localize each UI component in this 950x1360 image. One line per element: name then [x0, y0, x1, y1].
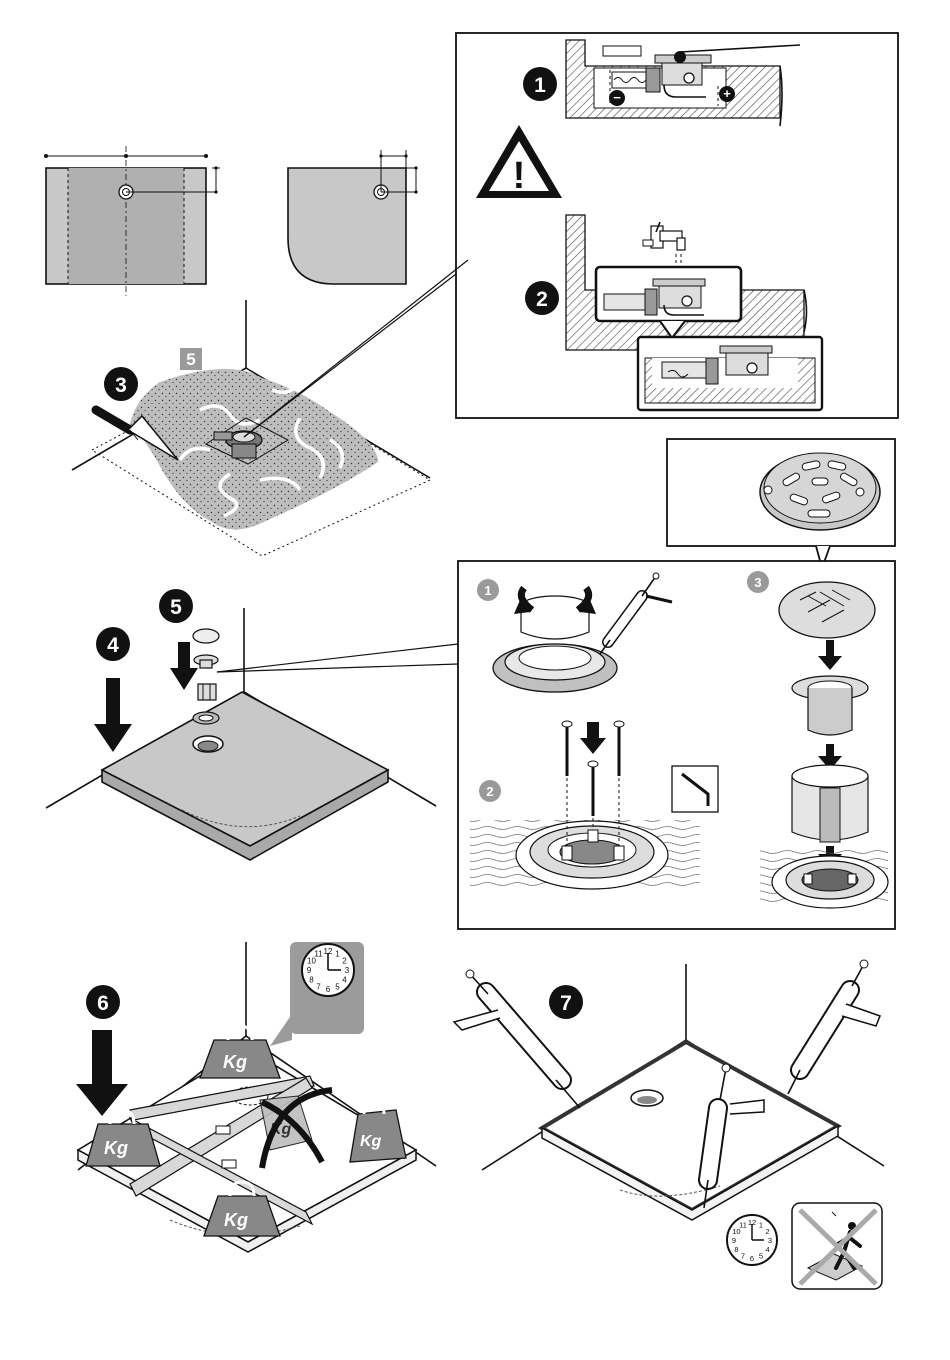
- clock-numeral: 6: [750, 1254, 754, 1263]
- plus-label: +: [723, 86, 731, 101]
- clock-numeral: 2: [342, 957, 347, 966]
- grate-zoom-panel: [667, 439, 895, 568]
- step-badge-2: 2: [525, 281, 559, 315]
- step-number: 4: [107, 634, 119, 657]
- mortar-thickness-label: 5: [186, 350, 195, 369]
- clock-numeral: 2: [766, 1227, 770, 1236]
- detail-badge-2: 2: [479, 780, 501, 802]
- step-number: 2: [536, 288, 548, 311]
- step-number: 7: [560, 992, 572, 1015]
- clock-numeral: 3: [345, 966, 350, 975]
- step-badge-5: 5: [159, 589, 193, 623]
- clock-numeral: 1: [759, 1220, 763, 1229]
- clock-numeral: 6: [326, 985, 331, 994]
- minus-symbol: −: [609, 90, 625, 106]
- step-badge-1: 1: [523, 67, 557, 101]
- sealant-gun-icon: [788, 960, 880, 1094]
- clock-numeral: 1: [335, 950, 340, 959]
- weight-label: Kg: [223, 1052, 247, 1072]
- no-walking-icon: [792, 1203, 882, 1289]
- tray-placement-scene: 4 5: [46, 589, 458, 860]
- detail-badge-3: 3: [747, 571, 769, 593]
- step-number: 5: [170, 596, 182, 619]
- clock-numeral: 5: [759, 1252, 763, 1261]
- step-number: 3: [115, 374, 127, 397]
- clock-numeral: 4: [342, 976, 347, 985]
- arrow-down-icon: [170, 642, 198, 690]
- mortar-bed-scene: 3 5: [72, 260, 468, 556]
- weight-label: Kg: [104, 1138, 128, 1158]
- quadrant-tray-plan: [288, 150, 418, 284]
- minus-label: −: [613, 90, 621, 105]
- clock-numeral: 8: [734, 1245, 738, 1254]
- weighting-scene: Kg Kg Kg Kg Kg 6: [76, 942, 436, 1252]
- step-badge-7: 7: [549, 985, 583, 1019]
- mortar-thickness-badge: 5: [180, 348, 202, 370]
- step-badge-6: 6: [86, 985, 120, 1019]
- plus-symbol: +: [719, 86, 735, 102]
- clock-numeral: 9: [307, 966, 312, 975]
- detail-number: 2: [486, 784, 493, 799]
- weight-label: Kg: [360, 1133, 382, 1150]
- waste-trap-detail-panel: − + 1 !: [456, 33, 898, 418]
- arrow-down-icon: [94, 678, 132, 752]
- step-number: 6: [97, 992, 109, 1015]
- detail-badge-1: 1: [477, 579, 499, 601]
- clock-numeral: 4: [766, 1245, 770, 1254]
- clock-numeral: 7: [316, 983, 321, 992]
- waste-installation-panel: 1: [458, 561, 895, 929]
- weight-icon: Kg: [350, 1102, 406, 1162]
- clock-numeral: 9: [732, 1236, 736, 1245]
- rectangular-tray-plan: [44, 146, 220, 296]
- step-badge-3: 3: [104, 367, 138, 401]
- step-number: 1: [534, 74, 546, 97]
- clock-numeral: 8: [309, 976, 314, 985]
- hex-key-icon: [672, 766, 718, 812]
- arrow-down-icon: [76, 1030, 128, 1116]
- step-badge-4: 4: [96, 627, 130, 661]
- clock-numeral: 3: [768, 1236, 772, 1245]
- warning-mark: !: [513, 155, 526, 197]
- clock-numeral: 5: [335, 983, 340, 992]
- clock-numeral: 11: [314, 950, 323, 959]
- weight-label: Kg: [224, 1210, 248, 1230]
- detail-number: 1: [484, 583, 491, 598]
- detail-number: 3: [754, 575, 761, 590]
- clock-numeral: 11: [739, 1220, 747, 1229]
- clock-numeral: 7: [741, 1252, 745, 1261]
- weight-icon: Kg: [200, 1026, 280, 1078]
